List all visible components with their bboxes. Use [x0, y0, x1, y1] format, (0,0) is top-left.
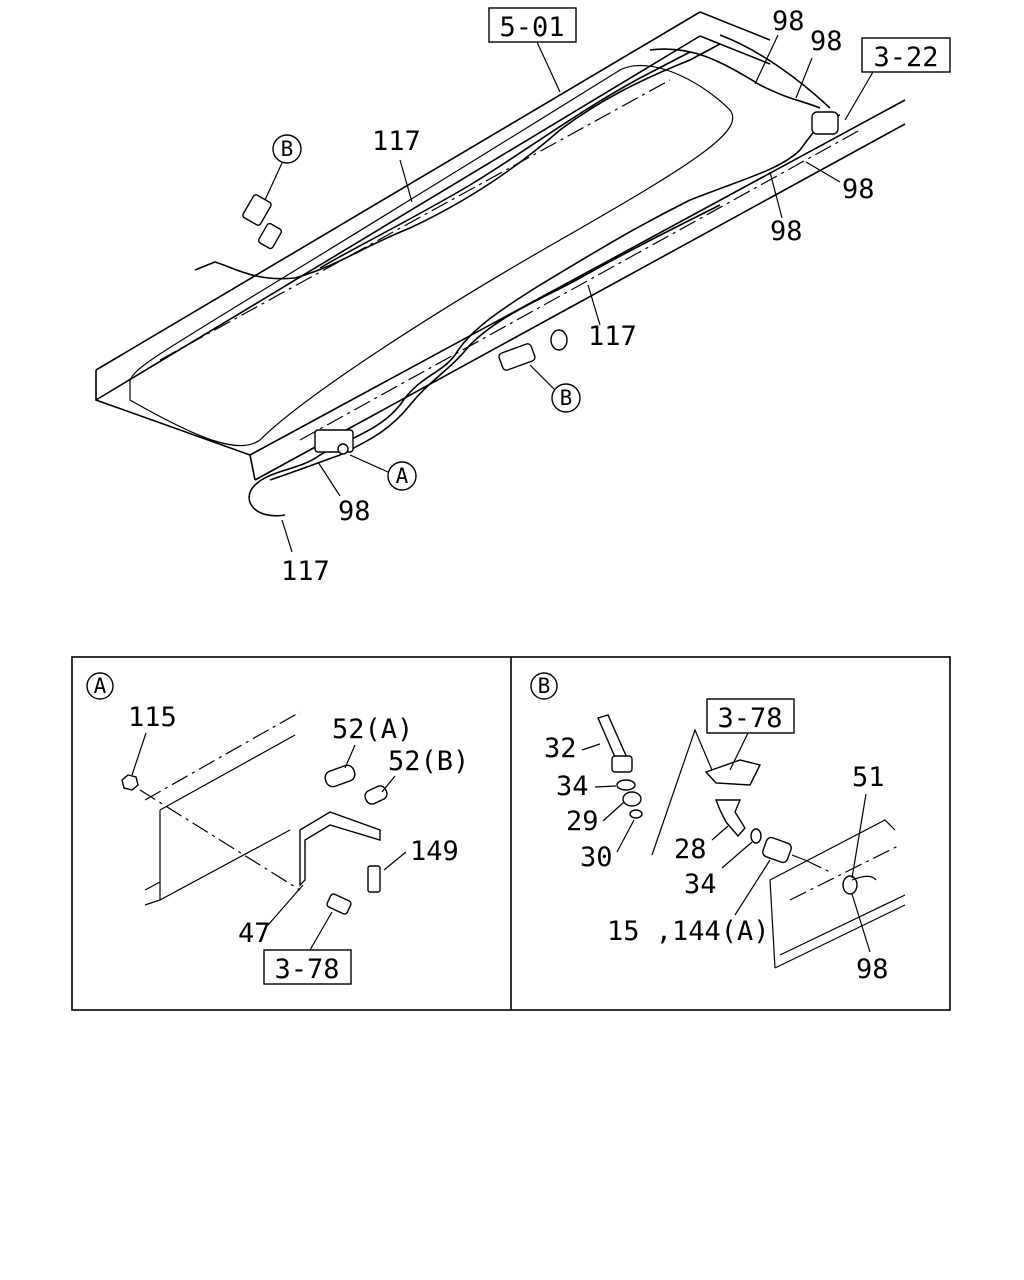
- ref-378-b: 3-78: [717, 703, 782, 734]
- detail-a-bolt-path: [139, 789, 301, 891]
- connector-52a: [324, 764, 356, 788]
- label-30: 30: [580, 842, 613, 873]
- nut-115: [121, 774, 139, 791]
- label-52a: 52(A): [332, 714, 413, 745]
- detail-b-tank: [769, 819, 906, 969]
- detail-a-title-circle: [86, 672, 114, 700]
- detail-a-title: A: [94, 674, 107, 698]
- label-51: 51: [852, 762, 885, 793]
- label-47: 47: [238, 918, 271, 949]
- callout-b-upper: B: [281, 137, 294, 161]
- pipe-117-upper: [194, 43, 721, 280]
- pipe-117-lower-2: [269, 204, 721, 481]
- label-98-e: 98: [338, 496, 371, 527]
- label-52b: 52(B): [388, 746, 469, 777]
- fitting-28: [714, 799, 746, 838]
- connector-b-upper: [242, 194, 283, 250]
- ref-378-a: 3-78: [274, 954, 339, 985]
- ref-322: 3-22: [873, 42, 938, 73]
- ref-501: 5-01: [499, 12, 564, 43]
- label-34a: 34: [556, 771, 589, 802]
- lines-98-top: [649, 34, 831, 109]
- washer-34a: [616, 779, 636, 791]
- fitting-right: [811, 111, 839, 135]
- detail-a: A 115 52(A) 52(B) 149 47 3-78: [86, 672, 469, 985]
- connector-52b: [364, 785, 388, 805]
- connector-15-144: [762, 836, 792, 864]
- label-117-c: 117: [281, 556, 330, 587]
- frame-rail-outline: [95, 11, 906, 481]
- detail-b-title: B: [538, 674, 551, 698]
- ring-30: [629, 809, 643, 819]
- clamp-bolt: [337, 443, 349, 455]
- label-32: 32: [544, 733, 577, 764]
- ref-box-378-a: [263, 949, 352, 985]
- hose-end-32: [611, 755, 633, 773]
- callout-circle-a: [387, 461, 417, 491]
- detail-b-tank-centerline: [789, 844, 901, 901]
- label-98: 98: [856, 954, 889, 985]
- bolt-149: [367, 865, 381, 893]
- label-29: 29: [566, 806, 599, 837]
- label-28: 28: [674, 834, 707, 865]
- nut-29: [622, 791, 642, 807]
- label-117-b: 117: [588, 321, 637, 352]
- tank-centerline: [159, 79, 861, 441]
- detail-a-rail-centerline: [144, 711, 301, 801]
- detail-b: B 32 34 29 30 28 34 15 ,1: [530, 672, 906, 985]
- tank-body: [129, 65, 734, 447]
- main-assembly: 5-01 3-22 98 98 98 98 117 117 98 117 B B…: [95, 6, 951, 587]
- label-98-c: 98: [842, 174, 875, 205]
- clip-line: [651, 728, 713, 856]
- pipe-117-lower: [248, 114, 841, 517]
- ref-box-322: [861, 37, 951, 73]
- bolt-378: [326, 893, 352, 915]
- detail-a-frame-rail: [144, 734, 296, 906]
- connector-b-lower: [498, 329, 568, 371]
- callout-a: A: [396, 464, 409, 488]
- washer-34b: [750, 828, 762, 844]
- pipe-117-upper-2: [319, 51, 691, 269]
- callout-circle-b-lower: [551, 383, 581, 413]
- label-117-a: 117: [372, 126, 421, 157]
- callout-circle-b-upper: [272, 134, 302, 164]
- label-149: 149: [410, 836, 459, 867]
- fitting-51: [842, 875, 858, 895]
- detail-b-title-circle: [530, 672, 558, 700]
- ref-box-501: [488, 7, 577, 43]
- callout-b-lower: B: [560, 386, 573, 410]
- label-98-d: 98: [770, 216, 803, 247]
- ref-box-378-b: [706, 698, 795, 734]
- label-98-b: 98: [810, 26, 843, 57]
- bracket-47: [299, 811, 381, 887]
- label-34b: 34: [684, 869, 717, 900]
- label-98-a: 98: [772, 6, 805, 37]
- label-115: 115: [128, 702, 177, 733]
- label-15-144: 15 ,144(A): [607, 916, 770, 947]
